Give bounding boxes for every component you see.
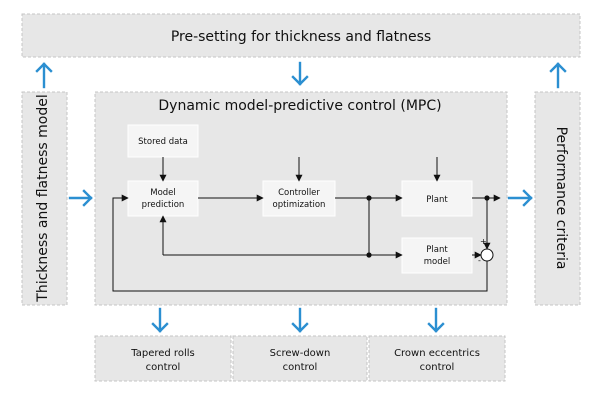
screw-down-control-label-line2: control bbox=[283, 362, 318, 373]
stored-data-block bbox=[127, 124, 199, 158]
left-to-mpc-arrow bbox=[68, 189, 93, 207]
presetting-to-mpc-arrow bbox=[291, 61, 309, 86]
tapered-rolls-control-label-line1: Tapered rolls bbox=[130, 348, 194, 359]
error-feedback-line bbox=[112, 194, 488, 292]
tapered-rolls-control-label-line2: control bbox=[146, 362, 181, 373]
crown-eccentrics-control-label-line2: control bbox=[420, 362, 455, 373]
model-prediction-label-line1: Model bbox=[150, 188, 176, 198]
thickness-flatness-model-label: Thickness and flatness model bbox=[35, 94, 51, 302]
plant-model-label-line1: Plant bbox=[426, 245, 448, 255]
stored-data-label: Stored data bbox=[138, 137, 188, 147]
performance-criteria-label: Performance criteria bbox=[553, 127, 569, 270]
screw-down-control-box bbox=[232, 335, 368, 382]
mpc-to-crown-eccentrics-arrow bbox=[427, 307, 445, 333]
mpc-to-tapered-rolls-arrow bbox=[151, 307, 169, 333]
presetting-panel-label: Pre-setting for thickness and flatness bbox=[171, 29, 431, 45]
performance-criteria-panel bbox=[534, 91, 581, 306]
mpc-panel-label: Dynamic model-predictive control (MPC) bbox=[158, 98, 441, 114]
presetting-to-left-arrow bbox=[35, 62, 53, 89]
plant-branch-junction bbox=[366, 195, 372, 201]
presetting-panel bbox=[21, 13, 581, 58]
crown-eccentrics-control-label-line1: Crown eccentrics bbox=[394, 348, 480, 359]
model-prediction-block bbox=[127, 180, 199, 217]
feedback-branch-junction bbox=[366, 252, 372, 258]
plant-model-label-line2: model bbox=[424, 257, 450, 267]
summing-plus-sign: + bbox=[480, 237, 487, 246]
screw-down-control-label-line1: Screw-down bbox=[270, 348, 331, 359]
controller-optimization-block bbox=[262, 180, 336, 217]
mpc-to-performance-arrow bbox=[507, 189, 533, 207]
crown-eccentrics-control-box bbox=[368, 335, 506, 382]
thickness-flatness-model-panel bbox=[21, 91, 68, 306]
mpc-to-screw-down-arrow bbox=[291, 307, 309, 333]
controller-optimization-label-line1: Controller bbox=[278, 188, 320, 198]
controller-optimization-label-line2: optimization bbox=[273, 200, 326, 210]
summing-minus-sign: - bbox=[478, 256, 481, 265]
summing-junction bbox=[480, 248, 494, 262]
plant-label: Plant bbox=[426, 195, 448, 205]
plant-model-block bbox=[401, 237, 473, 274]
model-prediction-label-line2: prediction bbox=[142, 200, 185, 210]
right-to-presetting-arrow bbox=[549, 62, 567, 89]
output-branch-junction bbox=[484, 195, 490, 201]
tapered-rolls-control-box bbox=[94, 335, 232, 382]
